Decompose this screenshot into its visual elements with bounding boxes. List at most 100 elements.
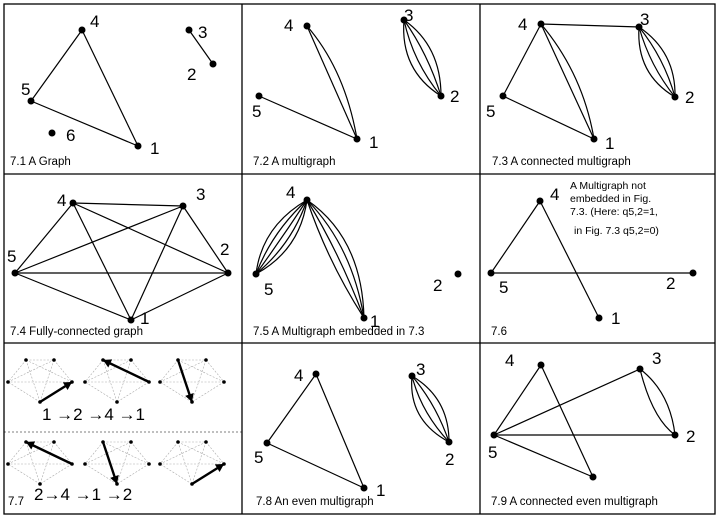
node-label: 3 bbox=[196, 185, 205, 204]
node-label: 3 bbox=[640, 10, 649, 29]
node-label: 4 bbox=[518, 15, 527, 34]
node-label: 2 bbox=[220, 240, 229, 259]
mini-edge bbox=[84, 463, 118, 485]
node bbox=[360, 314, 368, 322]
node-label: 1 bbox=[369, 133, 378, 152]
node-label: 4 bbox=[505, 351, 514, 370]
arrowhead bbox=[26, 441, 36, 450]
node bbox=[487, 269, 495, 277]
node-label: 1 bbox=[150, 139, 159, 158]
node bbox=[445, 438, 453, 446]
panel-caption: 7.5 A Multigraph embedded in 7.3 bbox=[253, 326, 424, 338]
node-label: 1 bbox=[605, 134, 614, 153]
node bbox=[536, 197, 544, 205]
node bbox=[69, 199, 77, 207]
sequence-top: 1 →2 →4 →1 bbox=[42, 405, 145, 424]
node-label: 2 bbox=[686, 427, 695, 446]
node bbox=[689, 269, 697, 277]
mini-edge bbox=[130, 441, 150, 465]
mini-edge bbox=[84, 359, 104, 383]
panel-caption: 7.4 Fully-connected graph bbox=[10, 326, 143, 338]
mini-edge bbox=[53, 359, 73, 383]
node-label: 5 bbox=[499, 278, 508, 297]
mini-node bbox=[129, 358, 133, 362]
mini-edge bbox=[53, 441, 73, 465]
node bbox=[252, 270, 260, 278]
node-label: 1 bbox=[140, 309, 149, 328]
arrowhead bbox=[110, 474, 119, 484]
mini-highlight-edge bbox=[102, 358, 150, 384]
node bbox=[255, 92, 263, 100]
node bbox=[312, 370, 320, 378]
mini-edge bbox=[116, 441, 132, 485]
mini-edge bbox=[177, 359, 225, 383]
mini-edge bbox=[84, 441, 104, 465]
node bbox=[454, 270, 462, 278]
panel-7-3: 4 3 5 1 2 7.3 A connected multigraph bbox=[486, 10, 694, 168]
node bbox=[303, 196, 311, 204]
mini-edge bbox=[84, 381, 118, 403]
mini-edge bbox=[25, 441, 41, 485]
mini-node bbox=[6, 462, 10, 466]
mini-node bbox=[52, 440, 56, 444]
mini-edge bbox=[7, 381, 41, 403]
mini-node bbox=[129, 440, 133, 444]
annotation-line: A Multigraph not bbox=[570, 180, 646, 192]
mini-node bbox=[115, 482, 119, 486]
node-label: 4 bbox=[57, 191, 66, 210]
node-label: 5 bbox=[7, 247, 16, 266]
node-label: 2 bbox=[685, 88, 694, 107]
node-label: 2 bbox=[445, 450, 454, 469]
mini-edge bbox=[191, 441, 207, 485]
node bbox=[671, 93, 679, 101]
node-label: 6 bbox=[66, 126, 75, 145]
node bbox=[209, 60, 217, 68]
panel-7-5: 4 5 1 2 7.5 A Multigraph embedded in 7.3 bbox=[252, 183, 462, 338]
node-label: 4 bbox=[294, 366, 303, 385]
node-label: 4 bbox=[90, 12, 99, 31]
grid-frame bbox=[3, 3, 716, 515]
node bbox=[48, 129, 56, 137]
node bbox=[11, 269, 19, 277]
mini-highlight-edge bbox=[25, 440, 73, 466]
node-label: 2 bbox=[450, 87, 459, 106]
mini-node bbox=[176, 440, 180, 444]
mini-node bbox=[176, 358, 180, 362]
annotation-line: 7.3. (Here: q5,2=1, bbox=[570, 206, 658, 218]
panel-7-1: 4 5 1 6 3 2 7.1 A Graph bbox=[10, 12, 217, 168]
panel-caption: 7.8 An even multigraph bbox=[256, 496, 374, 508]
mini-edge bbox=[39, 359, 55, 403]
node bbox=[590, 135, 598, 143]
mini-edge bbox=[39, 441, 55, 485]
mini-edge bbox=[102, 441, 150, 465]
node-label: 1 bbox=[611, 309, 620, 328]
mini-node bbox=[147, 380, 151, 384]
mini-node bbox=[6, 380, 10, 384]
mini-edge bbox=[116, 381, 150, 403]
mini-edge bbox=[191, 381, 225, 403]
node bbox=[635, 23, 643, 31]
node-label: 5 bbox=[486, 102, 495, 121]
node-label: 3 bbox=[652, 349, 661, 368]
mini-node bbox=[158, 380, 162, 384]
mini-edge bbox=[7, 463, 41, 485]
mini-edge bbox=[159, 381, 193, 403]
mini-edge bbox=[159, 359, 179, 383]
mini-edge bbox=[25, 359, 41, 403]
node-label: 2 bbox=[187, 65, 196, 84]
mini-edge bbox=[159, 441, 179, 465]
mini-edge bbox=[7, 441, 55, 465]
mini-edge bbox=[39, 463, 73, 485]
node bbox=[595, 314, 603, 322]
node-label: 2 bbox=[666, 274, 675, 293]
mini-edge bbox=[7, 359, 55, 383]
node bbox=[179, 202, 187, 210]
mini-edge bbox=[116, 463, 150, 485]
arrowhead bbox=[103, 359, 113, 368]
arrowhead bbox=[214, 464, 224, 473]
node bbox=[224, 269, 232, 277]
mini-node bbox=[70, 462, 74, 466]
panel-caption: 7.3 A connected multigraph bbox=[492, 156, 631, 168]
mini-node bbox=[190, 400, 194, 404]
node bbox=[303, 22, 311, 30]
